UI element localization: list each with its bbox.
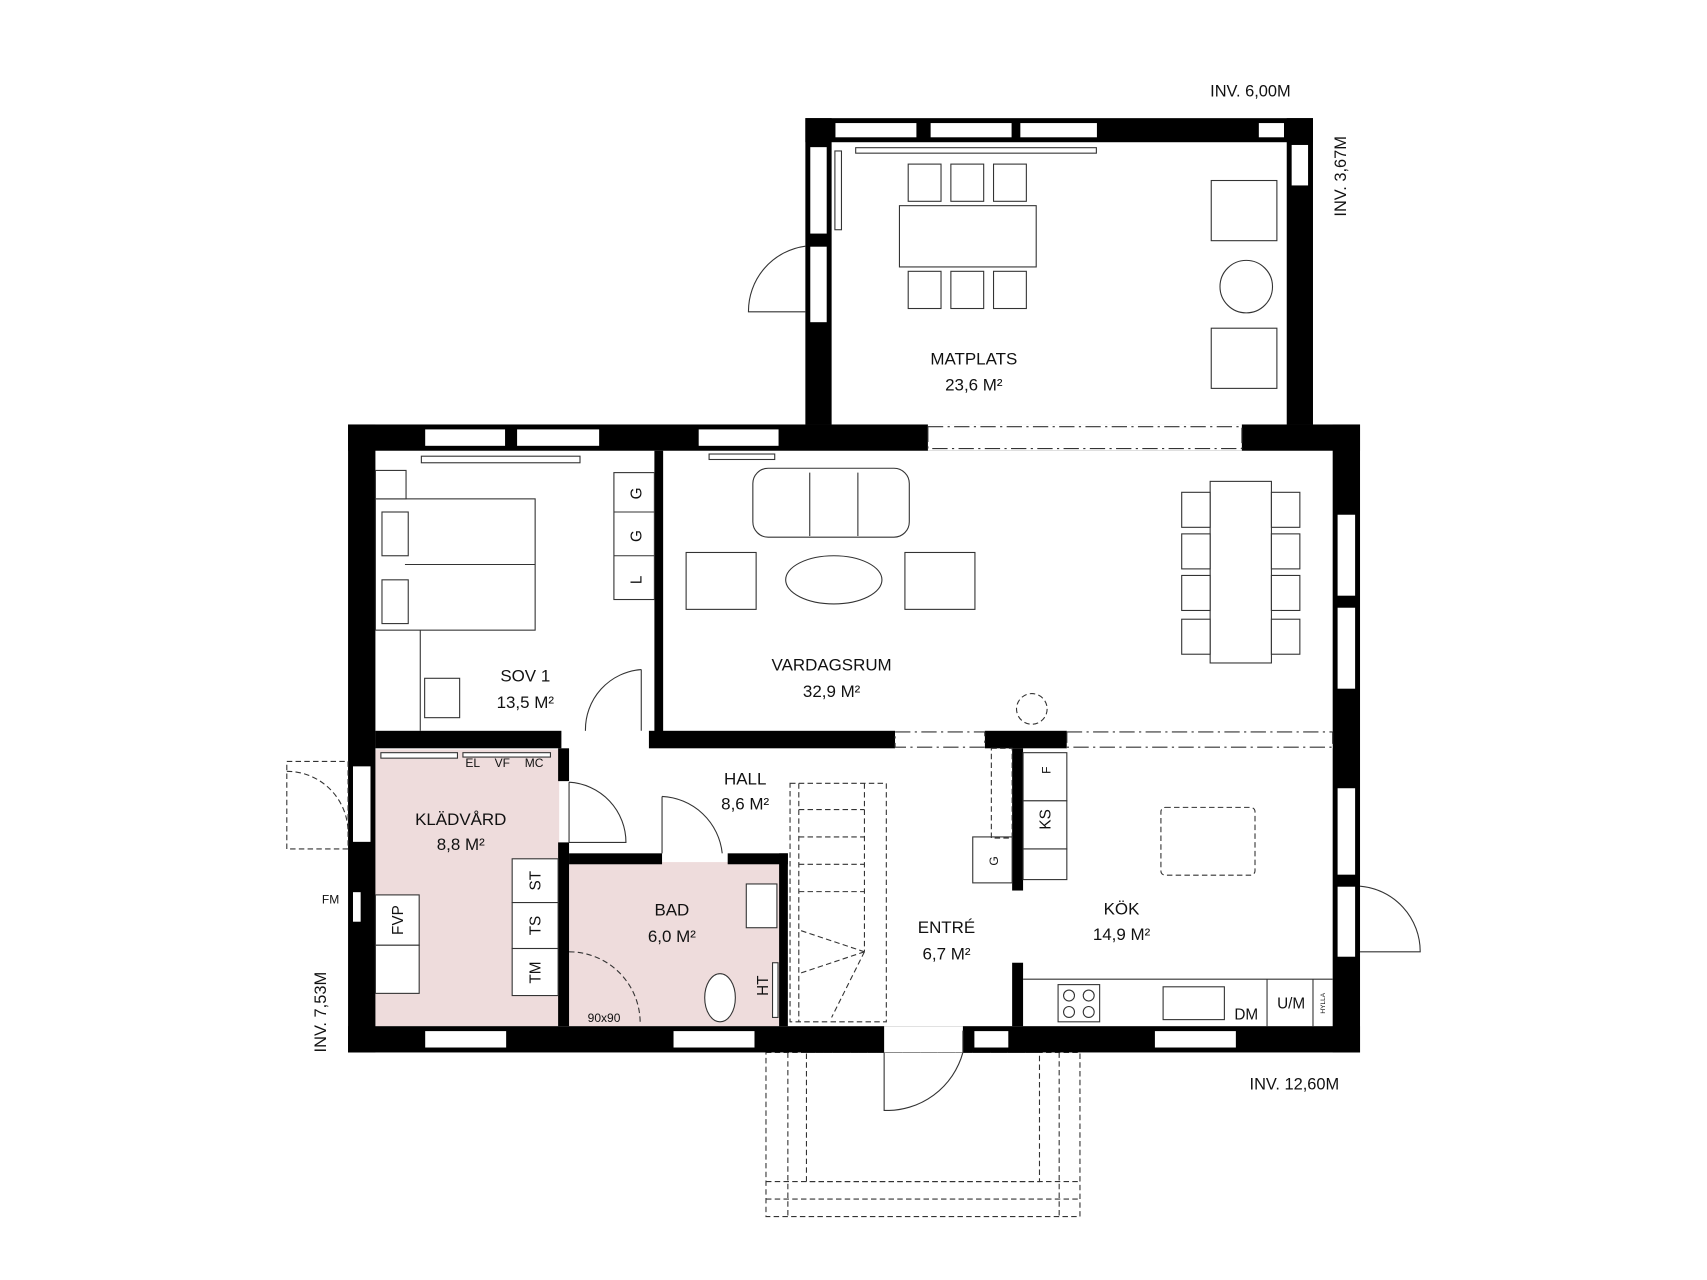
wall-openings	[884, 424, 1334, 1053]
label-entre-g: G	[987, 856, 1001, 865]
label-wardrobe-g2: G	[628, 530, 645, 542]
label-el: EL	[465, 756, 480, 770]
room-area-sov1: 13,5 M²	[497, 693, 555, 712]
doors	[286, 245, 1421, 1111]
label-st: ST	[528, 871, 545, 891]
room-label-kok: KÖK	[1104, 900, 1140, 919]
room-area-vardagsrum: 32,9 M²	[803, 682, 861, 701]
windows	[351, 121, 1357, 1049]
label-ks: KS	[1037, 809, 1054, 829]
label-f: F	[1039, 767, 1053, 774]
entrance-terrace	[765, 1051, 1081, 1218]
bad-fill	[569, 862, 781, 1027]
label-dm: DM	[1234, 1007, 1258, 1024]
label-fvp: FVP	[390, 905, 407, 935]
label-shower: 90x90	[588, 1011, 621, 1025]
room-area-kladvard: 8,8 M²	[437, 835, 485, 854]
label-wardrobe-l: L	[628, 576, 645, 585]
label-fm: FM	[322, 893, 339, 907]
room-area-entre: 6,7 M²	[922, 944, 970, 963]
label-ht: HT	[755, 976, 772, 996]
room-area-hall: 8,6 M²	[721, 795, 769, 814]
dimension-top: INV. 6,00M	[1210, 82, 1291, 100]
room-area-bad: 6,0 M²	[648, 927, 696, 946]
dimension-left: INV. 7,53M	[312, 972, 330, 1053]
label-wardrobe-g1: G	[628, 487, 645, 499]
label-vf: VF	[495, 756, 510, 770]
room-label-sov1: SOV 1	[500, 667, 550, 686]
room-label-hall: HALL	[724, 769, 766, 788]
dimension-right-upper: INV. 3,67M	[1332, 136, 1350, 217]
room-label-entre: ENTRÉ	[918, 918, 975, 937]
label-hylla: HYLLA	[1320, 992, 1327, 1013]
label-mc: MC	[525, 756, 544, 770]
label-tm: TM	[528, 962, 545, 984]
room-area-kok: 14,9 M²	[1093, 925, 1151, 944]
room-label-matplats: MATPLATS	[930, 349, 1017, 368]
label-um: U/M	[1277, 996, 1305, 1013]
label-ts: TS	[528, 916, 545, 936]
room-label-kladvard: KLÄDVÅRD	[415, 810, 506, 829]
room-label-vardagsrum: VARDAGSRUM	[772, 656, 892, 675]
furniture	[374, 147, 1333, 1027]
room-area-matplats: 23,6 M²	[945, 376, 1003, 395]
room-label-bad: BAD	[654, 901, 689, 920]
dimension-bottom: INV. 12,60M	[1250, 1076, 1340, 1094]
